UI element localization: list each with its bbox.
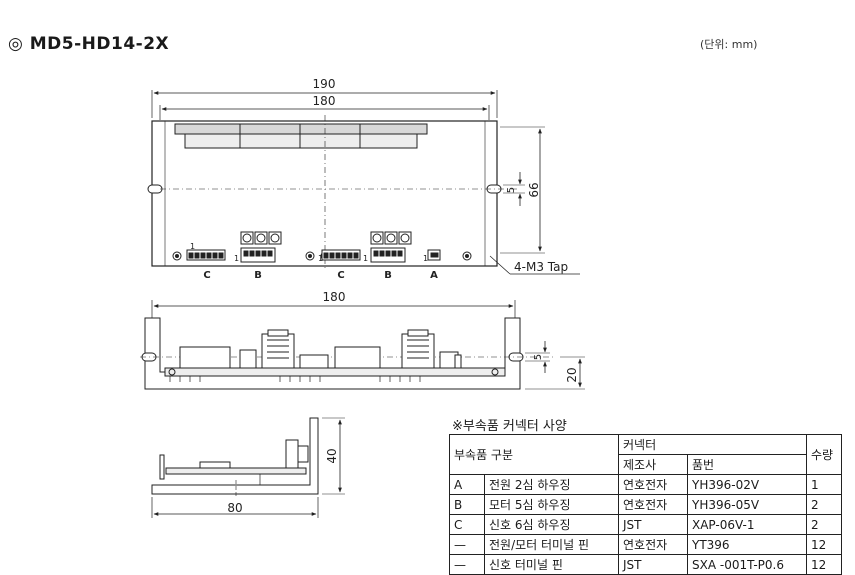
row-qty: 12 [806, 554, 842, 575]
dim-66: 66 [527, 182, 541, 197]
header-category: 부속품 구분 [449, 434, 619, 475]
header-connector: 커넥터 [618, 434, 807, 455]
row-part: YH396-05V [687, 494, 807, 515]
top-view-labels: 190 180 66 5 4-M3 Tap C B C B A 1 1 1 1 … [190, 77, 568, 281]
connector-label-c-right: C [337, 270, 344, 281]
row-name: 모터 5심 하우징 [484, 494, 619, 515]
table-row: B 모터 5심 하우징 연호전자 YH396-05V 2 [449, 494, 842, 515]
connector-label-b-left: B [254, 270, 262, 281]
accessory-table-title: ※부속품 커넥터 사양 [452, 419, 567, 434]
row-qty: 2 [806, 514, 842, 535]
row-maker: JST [618, 554, 688, 575]
front-dim-slot-5: 5 [533, 354, 544, 360]
row-part: XAP-06V-1 [687, 514, 807, 535]
front-view [140, 300, 585, 390]
accessory-table: 부속품 구분 커넥터 수량 제조사 품번 A 전원 2심 하우징 연호전자 YH… [449, 434, 842, 575]
connector-label-c-left: C [203, 270, 210, 281]
row-maker: 연호전자 [618, 534, 688, 555]
header-maker: 제조사 [618, 454, 688, 475]
row-name: 신호 6심 하우징 [484, 514, 619, 535]
connector-label-a: A [430, 270, 438, 281]
row-part: YT396 [687, 534, 807, 555]
row-qty: 1 [806, 474, 842, 495]
tap-label: 4-M3 Tap [514, 260, 568, 274]
unit-note: (단위: mm) [700, 38, 758, 51]
row-code: — [449, 554, 485, 575]
row-maker: JST [618, 514, 688, 535]
connector-label-b-right: B [384, 270, 392, 281]
row-maker: 연호전자 [618, 474, 688, 495]
row-code: A [449, 474, 485, 495]
row-qty: 12 [806, 534, 842, 555]
pin1-mark-c-right: 1 [318, 254, 323, 263]
table-header-row: 부속품 구분 커넥터 수량 [449, 434, 842, 475]
table-row: — 신호 터미널 핀 JST SXA -001T-P0.6 12 [449, 554, 842, 575]
front-dim-20: 20 [565, 367, 579, 382]
pin1-mark-a: 1 [423, 254, 428, 263]
dim-slot-5: 5 [506, 187, 517, 193]
dim-180: 180 [313, 94, 336, 108]
front-view-labels: 180 5 20 [323, 290, 579, 383]
table-row: — 전원/모터 터미널 핀 연호전자 YT396 12 [449, 534, 842, 555]
row-code: C [449, 514, 485, 535]
row-name: 전원/모터 터미널 핀 [484, 534, 619, 555]
side-view-labels: 80 40 [227, 448, 339, 515]
table-row: A 전원 2심 하우징 연호전자 YH396-02V 1 [449, 474, 842, 495]
side-dim-40: 40 [325, 448, 339, 463]
page-title: ◎ MD5-HD14-2X [8, 34, 170, 54]
table-row: C 신호 6심 하우징 JST XAP-06V-1 2 [449, 514, 842, 535]
row-code: B [449, 494, 485, 515]
row-qty: 2 [806, 494, 842, 515]
header-part-no: 품번 [687, 454, 807, 475]
row-part: YH396-02V [687, 474, 807, 495]
dim-190: 190 [313, 77, 336, 91]
row-maker: 연호전자 [618, 494, 688, 515]
pin1-mark-c-left: 1 [190, 242, 195, 251]
side-view [151, 417, 345, 518]
row-name: 신호 터미널 핀 [484, 554, 619, 575]
row-part: SXA -001T-P0.6 [687, 554, 807, 575]
side-dim-80: 80 [227, 501, 242, 515]
pin1-mark-b-right: 1 [363, 254, 368, 263]
pin1-mark-b-left: 1 [234, 254, 239, 263]
front-dim-180: 180 [323, 290, 346, 304]
top-view [147, 90, 580, 275]
row-code: — [449, 534, 485, 555]
table-subheader-row: 제조사 품번 [450, 454, 842, 475]
header-qty: 수량 [806, 434, 842, 475]
row-name: 전원 2심 하우징 [484, 474, 619, 495]
